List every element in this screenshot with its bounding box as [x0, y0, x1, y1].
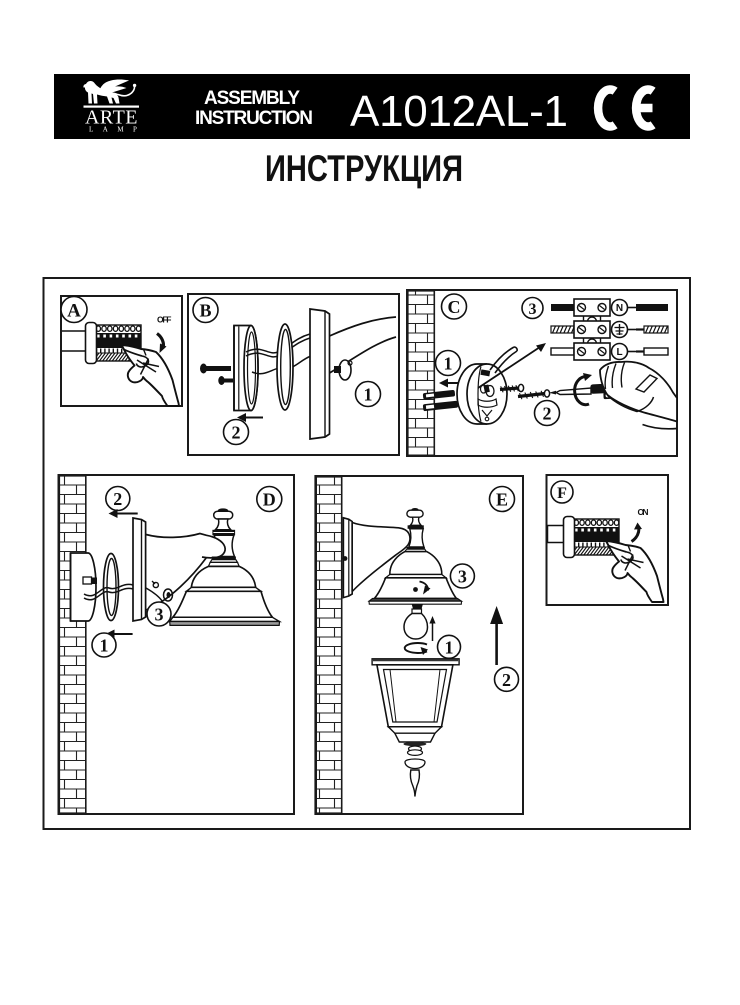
svg-text:1: 1 [100, 635, 109, 655]
svg-text:2: 2 [502, 670, 511, 690]
svg-text:E: E [496, 489, 508, 509]
svg-text:A1012AL-1: A1012AL-1 [350, 87, 568, 136]
svg-text:3: 3 [155, 604, 164, 624]
svg-text:2: 2 [232, 422, 241, 442]
svg-text:1: 1 [444, 353, 453, 373]
svg-text:C: C [448, 297, 461, 317]
svg-text:3: 3 [529, 301, 537, 318]
svg-text:3: 3 [458, 566, 467, 586]
svg-text:D: D [263, 489, 276, 509]
svg-text:ON: ON [638, 507, 649, 517]
svg-text:2: 2 [543, 403, 552, 423]
svg-text:ИНСТРУКЦИЯ: ИНСТРУКЦИЯ [265, 148, 463, 189]
svg-text:F: F [557, 485, 567, 502]
svg-text:OFF: OFF [157, 315, 172, 325]
svg-text:B: B [199, 300, 211, 320]
svg-text:ASSEMBLY: ASSEMBLY [204, 88, 300, 109]
svg-text:N: N [616, 303, 623, 314]
svg-text:A: A [67, 300, 81, 321]
svg-text:INSTRUCTION: INSTRUCTION [195, 108, 313, 129]
svg-text:ARTE: ARTE [85, 107, 138, 129]
svg-text:2: 2 [113, 489, 122, 509]
svg-text:L: L [616, 347, 622, 358]
svg-text:LAMP: LAMP [89, 126, 146, 134]
svg-text:1: 1 [364, 384, 373, 404]
svg-text:1: 1 [445, 637, 454, 657]
